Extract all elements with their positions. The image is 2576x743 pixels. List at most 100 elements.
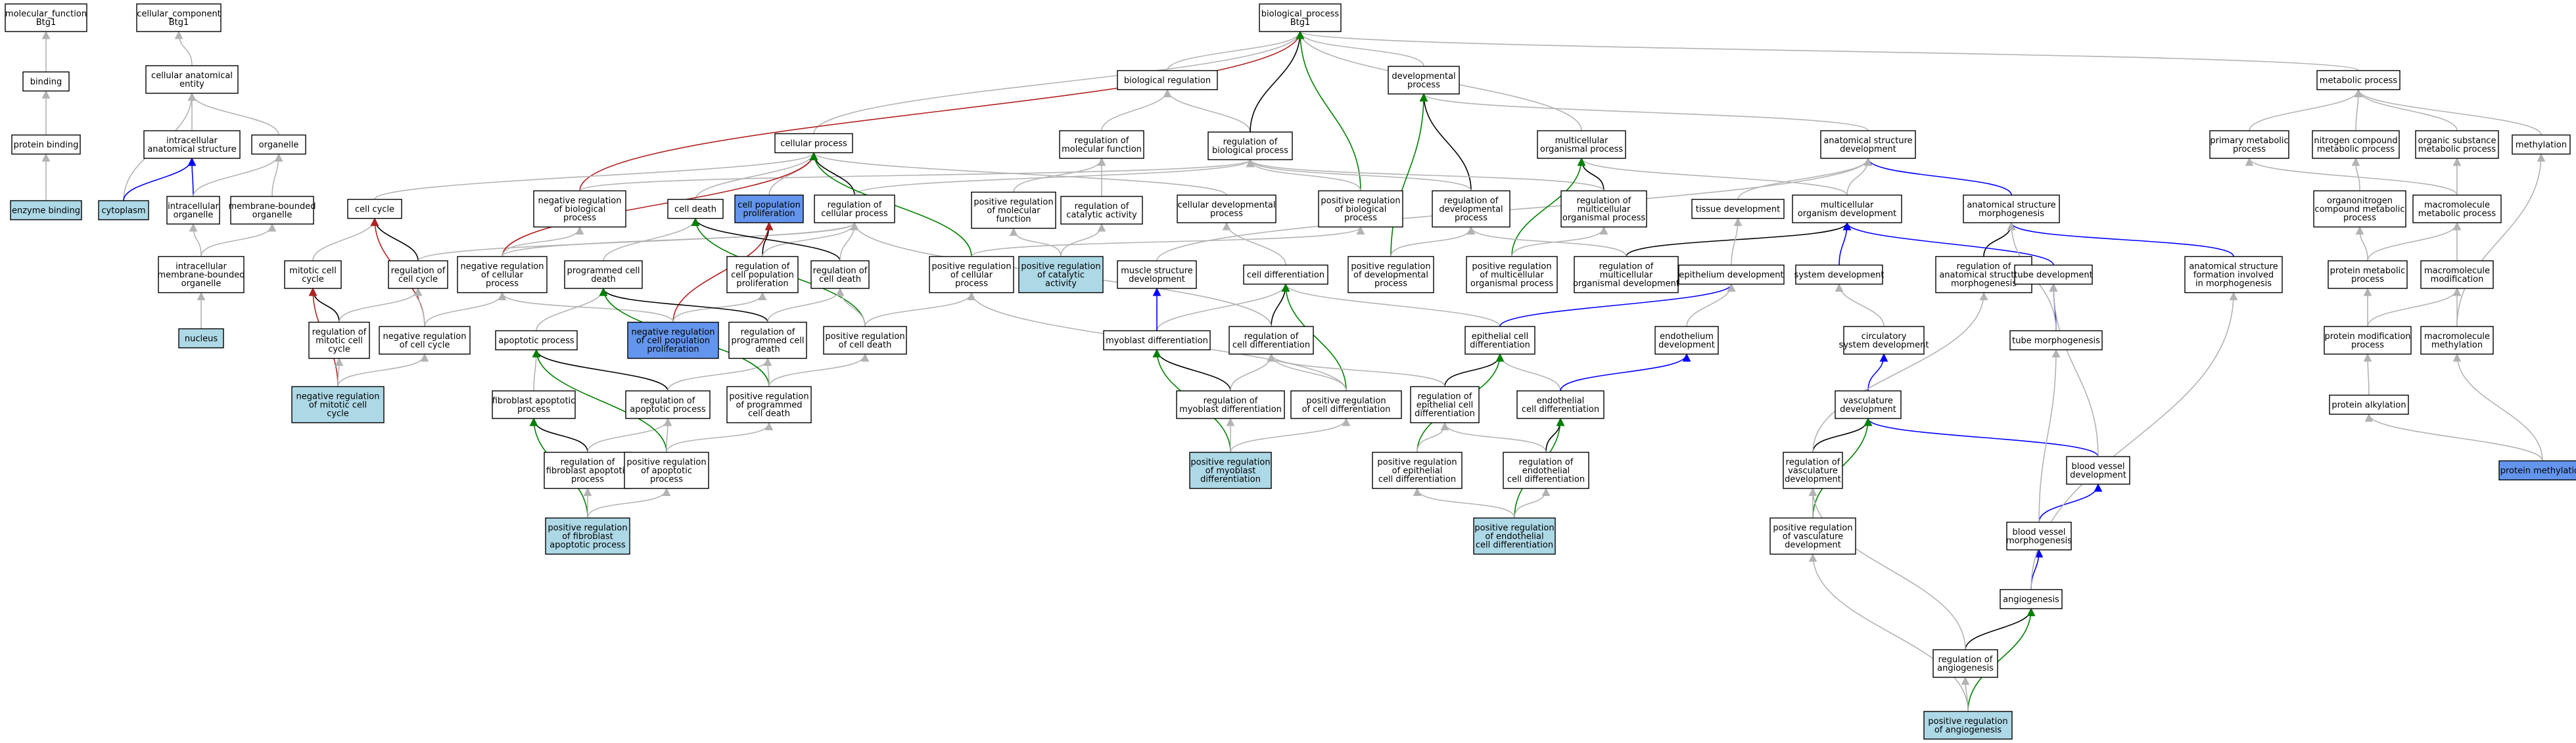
go-term-node-protein-binding[interactable]: protein binding xyxy=(11,134,81,155)
go-term-node-cell-death[interactable]: cell death xyxy=(667,198,724,219)
go-term-node-tissue-development[interactable]: tissue development xyxy=(1691,198,1785,219)
go-term-node-tube-development[interactable]: tube development xyxy=(2014,264,2093,285)
go-term-node-myoblast-differentiation[interactable]: myoblast differentiation xyxy=(1103,330,1211,351)
go-term-node-cell-cycle[interactable]: cell cycle xyxy=(347,198,402,219)
go-term-node-organelle[interactable]: organelle xyxy=(251,134,306,155)
go-term-node-cytoplasm[interactable]: cytoplasm xyxy=(98,200,149,221)
go-term-node-enzyme-binding[interactable]: enzyme binding xyxy=(10,200,82,221)
go-term-node-system-development[interactable]: system development xyxy=(1794,264,1885,285)
go-term-node-cell-differentiation[interactable]: cell differentiation xyxy=(1243,264,1328,285)
go-term-node-cellular-process[interactable]: cellular process xyxy=(774,133,853,154)
go-term-node-nucleus[interactable]: nucleus xyxy=(178,328,224,349)
go-term-node-biological-regulation[interactable]: biological regulation xyxy=(1117,70,1218,91)
go-term-node-epithelium-development[interactable]: epithelium development xyxy=(1678,264,1785,285)
go-term-node-protein-methylation[interactable]: protein methylation xyxy=(2498,460,2576,481)
go-term-node-angiogenesis[interactable]: angiogenesis xyxy=(2000,589,2063,610)
go-term-node-binding[interactable]: binding xyxy=(22,71,70,92)
go-term-node-apoptotic-process[interactable]: apoptotic process xyxy=(495,330,578,351)
go-term-node-methylation[interactable]: methylation xyxy=(2512,134,2571,155)
go-term-node-tube-morphogenesis[interactable]: tube morphogenesis xyxy=(2009,330,2103,351)
go-term-node-metabolic-process[interactable]: metabolic process xyxy=(2316,70,2400,91)
go-term-node-protein-alkylation[interactable]: protein alkylation xyxy=(2329,394,2409,415)
